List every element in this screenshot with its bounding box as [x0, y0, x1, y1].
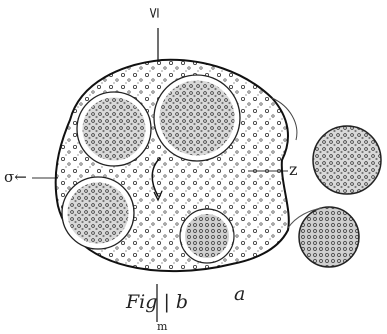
label-z: z — [289, 160, 297, 179]
daughter-cell — [183, 212, 231, 260]
label-a: a — [234, 283, 245, 305]
figure-caption: Fig | b — [126, 291, 188, 313]
label-left: σ← — [4, 168, 27, 186]
label-bottom: m — [157, 320, 167, 333]
daughter-cell — [157, 78, 237, 158]
escaped-cell — [299, 207, 359, 267]
label-top: ≤ — [144, 7, 162, 20]
daughter-cell — [80, 95, 148, 163]
escaped-cell — [313, 126, 381, 194]
daughter-cell — [65, 180, 131, 246]
